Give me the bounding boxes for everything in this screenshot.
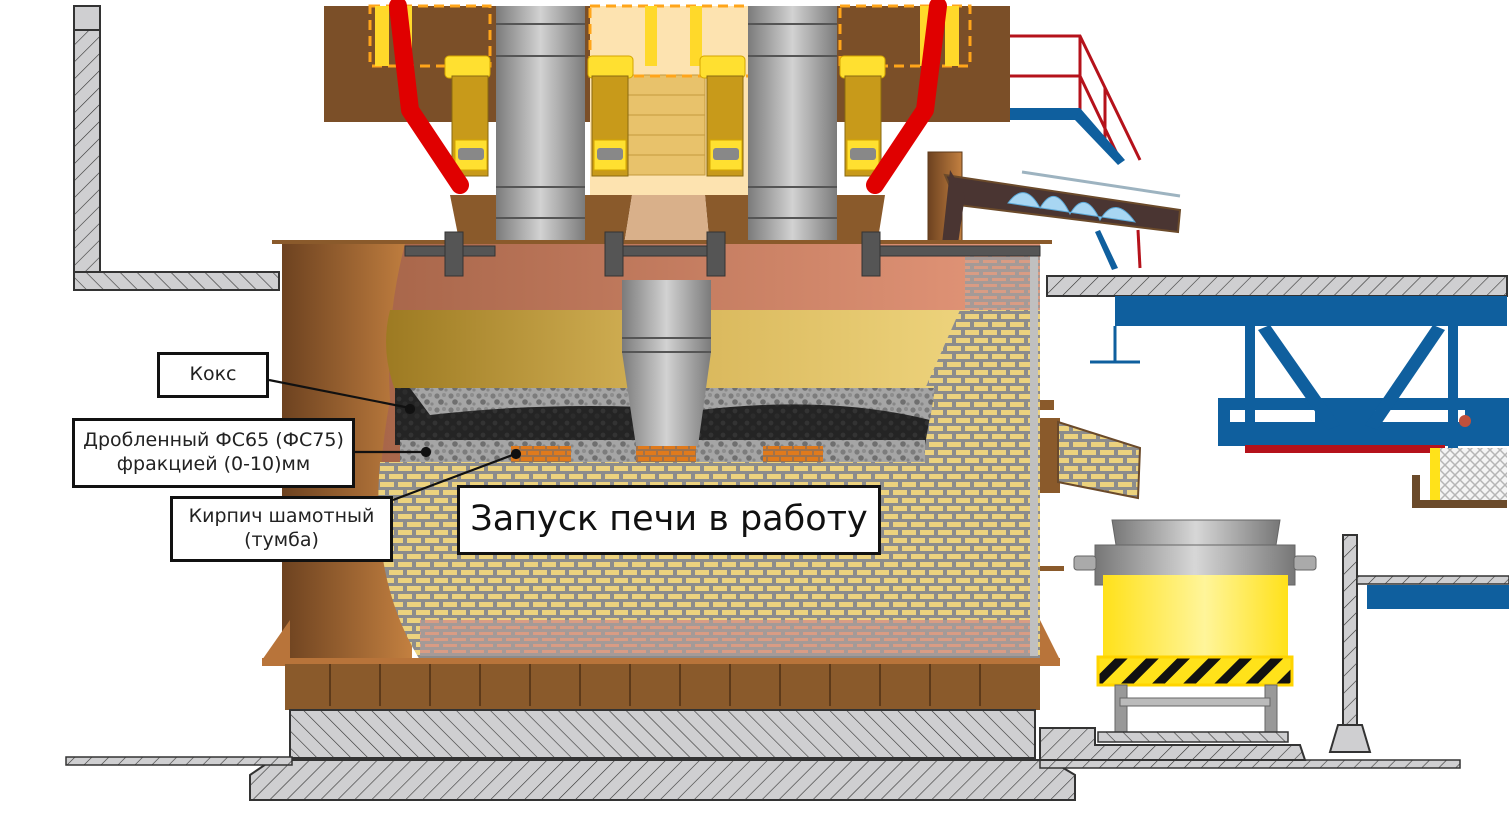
diagram-title-text: Запуск печи в работу <box>470 499 868 540</box>
hearth-brick-1 <box>511 446 571 462</box>
right-wall <box>1039 534 1509 769</box>
callout-coke: Кокс <box>157 352 269 398</box>
callout-ferrosilicon-text: Дробленный ФС65 (ФС75) фракцией (0-10)мм <box>83 429 344 475</box>
callout-fireclay-brick: Кирпич шамотный (тумба) <box>170 496 393 562</box>
tapping-spout <box>1040 400 1142 571</box>
stair-railing <box>1010 34 1142 161</box>
upper-blue-platform <box>1010 108 1142 270</box>
charging-pipe <box>622 280 711 446</box>
right-red-hose <box>866 0 947 194</box>
roof-seals <box>404 231 1041 277</box>
furnace-base <box>65 658 1076 801</box>
center-grate <box>619 74 706 176</box>
hearth-brick-3 <box>763 446 823 462</box>
callout-coke-text: Кокс <box>189 363 237 386</box>
electrode-holders <box>368 4 972 177</box>
diagram-title: Запуск печи в работу <box>457 485 881 555</box>
callout-fireclay-brick-text: Кирпич шамотный (тумба) <box>188 505 375 551</box>
ladle-car <box>1073 519 1317 743</box>
feed-chute <box>927 151 1182 245</box>
left-red-hose <box>389 0 469 194</box>
left-wall <box>73 5 280 291</box>
leader-lines <box>268 378 522 502</box>
callout-ferrosilicon: Дробленный ФС65 (ФС75) фракцией (0-10)мм <box>72 418 355 488</box>
hearth-brick-2 <box>636 446 696 462</box>
floor-slab <box>1046 275 1508 364</box>
mesh-bin <box>1412 448 1507 508</box>
crane-truss <box>1218 324 1509 453</box>
